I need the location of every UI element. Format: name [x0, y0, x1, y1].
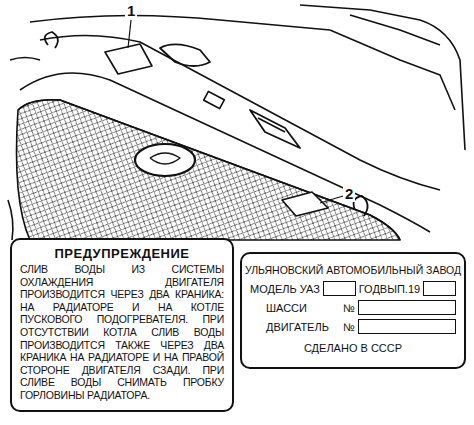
warning-plate: ПРЕДУПРЕЖДЕНИЕ СЛИВ ВОДЫ ИЗ СИСТЕМЫ ОХЛАЖ…	[10, 238, 234, 412]
callout-number: 1	[125, 3, 137, 19]
blank-field	[358, 319, 456, 334]
plate-text: УЛЬЯНОВСКИЙ АВТОМОБИЛЬНЫЙ ЗАВОД	[245, 264, 461, 277]
blank-field	[358, 300, 456, 315]
plate-text: МОДЕЛЬ УАЗ	[250, 283, 320, 296]
plate-text: ПРЕДУПРЕЖДЕНИЕ	[20, 246, 224, 261]
plate-text: СЛИВ ВОДЫ ИЗ СИСТЕМЫ ОХЛАЖДЕНИЯ ДВИГАТЕЛ…	[20, 263, 224, 402]
plate-text: №	[343, 302, 355, 315]
factory-plate: УЛЬЯНОВСКИЙ АВТОМОБИЛЬНЫЙ ЗАВОД МОДЕЛЬ УА…	[240, 252, 466, 369]
plate-text: ГОДВЫП.19	[359, 283, 420, 296]
plate-text: ШАССИ	[266, 302, 340, 315]
plate-text: СДЕЛАНО В СССР	[304, 342, 402, 355]
plate-text: ДВИГАТЕЛЬ	[266, 321, 340, 334]
blank-field	[423, 281, 456, 296]
callout-number: 2	[343, 186, 355, 202]
plate-text: №	[343, 321, 355, 334]
blank-field	[323, 281, 356, 296]
